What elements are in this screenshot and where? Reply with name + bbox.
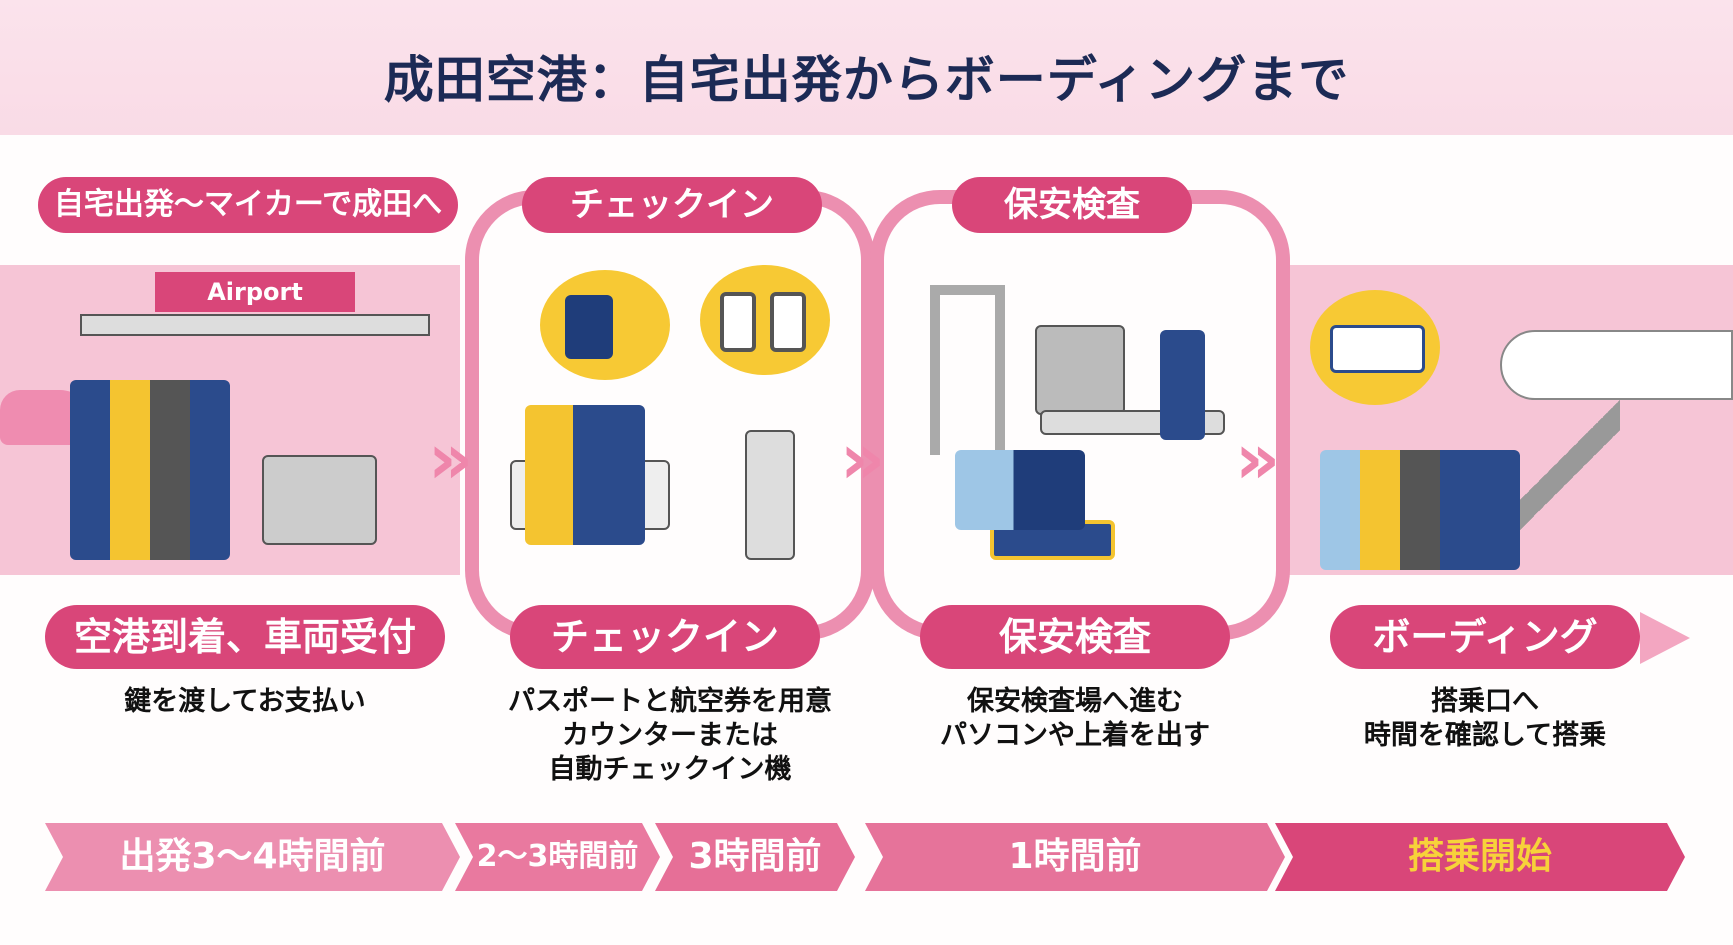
page-title: 成田空港：自宅出発からボーディングまで bbox=[383, 51, 1350, 109]
step-arrow-icon: » bbox=[1235, 418, 1281, 500]
boarding-pass-icon bbox=[1330, 325, 1425, 373]
passport-icon bbox=[565, 295, 613, 359]
boarding-passengers bbox=[1320, 450, 1520, 570]
step-arrow-icon: » bbox=[840, 418, 886, 500]
step-1-description: 鍵を渡してお支払い bbox=[124, 686, 366, 717]
step-2-bottom-label: チェックイン bbox=[510, 605, 820, 669]
step-1-top-label: 自宅出発〜マイカーで成田へ bbox=[38, 177, 458, 233]
timeline-segment: 2〜3時間前 bbox=[455, 823, 660, 891]
step-4-description: 搭乗口へ 時間を確認して搭乗 bbox=[1363, 686, 1607, 751]
xray-machine bbox=[1035, 325, 1125, 415]
checkin-kiosk bbox=[745, 430, 795, 560]
smartphone-icon bbox=[720, 292, 756, 352]
boarding-arrow-icon bbox=[1640, 612, 1690, 664]
family-figures bbox=[70, 380, 230, 560]
step-3-top-label: 保安検査 bbox=[952, 177, 1192, 233]
timeline-segment: 3時間前 bbox=[655, 823, 855, 891]
reception-counter bbox=[262, 455, 377, 545]
traveler-figures bbox=[955, 450, 1085, 530]
timeline-segment: 1時間前 bbox=[865, 823, 1285, 891]
smartphone-icon-2 bbox=[770, 292, 806, 352]
boarding-stairs bbox=[1500, 385, 1620, 565]
passenger-figures bbox=[525, 405, 645, 545]
terminal-roof bbox=[80, 314, 430, 336]
airport-sign: Airport bbox=[155, 272, 355, 312]
timeline-segment: 出発3〜4時間前 bbox=[45, 823, 460, 891]
step-2-top-label: チェックイン bbox=[522, 177, 822, 233]
step-4-bottom-label: ボーディング bbox=[1330, 605, 1640, 669]
security-officer bbox=[1160, 330, 1205, 440]
step-1-bottom-label: 空港到着、車両受付 bbox=[45, 605, 445, 669]
timeline-segment-boarding: 搭乗開始 bbox=[1275, 823, 1685, 891]
step-3-bottom-label: 保安検査 bbox=[920, 605, 1230, 669]
step-3-description: 保安検査場へ進む パソコンや上着を出す bbox=[940, 686, 1210, 751]
step-2-description: パスポートと航空券を用意 カウンターまたは 自動チェックイン機 bbox=[508, 686, 832, 785]
step-arrow-icon: » bbox=[428, 418, 474, 500]
metal-detector-gate bbox=[930, 285, 1005, 455]
header-banner: 成田空港：自宅出発からボーディングまで bbox=[0, 0, 1733, 135]
